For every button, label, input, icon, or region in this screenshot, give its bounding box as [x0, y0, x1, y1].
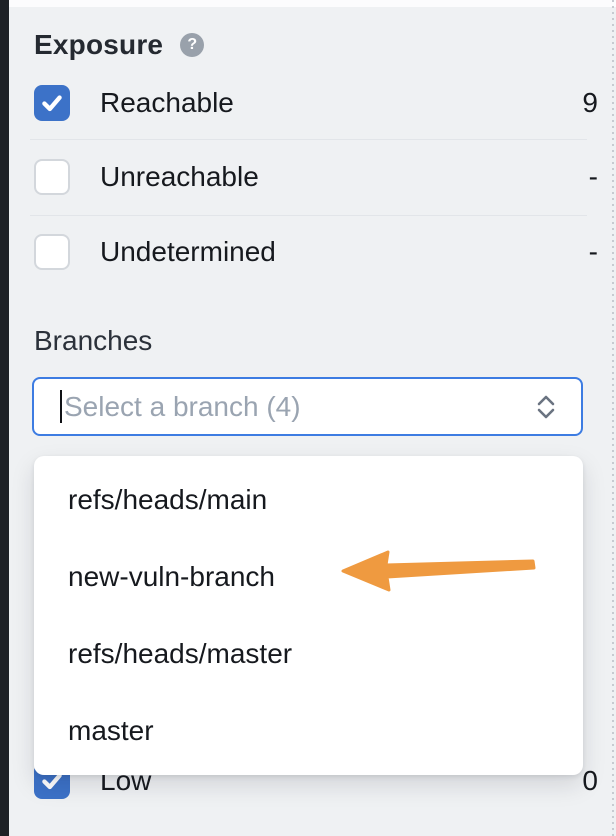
top-strip: [9, 0, 616, 7]
reachable-label[interactable]: Reachable: [100, 87, 234, 118]
filter-row-undetermined: Undetermined -: [30, 234, 598, 270]
reachable-checkbox[interactable]: [34, 85, 70, 121]
branch-select-placeholder: Select a branch (4): [64, 390, 301, 422]
exposure-title: Exposure: [34, 29, 164, 60]
row-separator: [30, 139, 587, 140]
help-icon[interactable]: ?: [180, 33, 205, 57]
left-edge-bar: [0, 0, 9, 836]
undetermined-label[interactable]: Undetermined: [100, 236, 276, 267]
undetermined-count: -: [588, 236, 598, 267]
branch-option-refs-master[interactable]: refs/heads/master: [68, 637, 293, 669]
unreachable-checkbox[interactable]: [34, 159, 70, 195]
unreachable-count: -: [588, 161, 598, 192]
branch-option-new-vuln-branch[interactable]: new-vuln-branch: [68, 561, 275, 593]
branch-select-input[interactable]: Select a branch (4): [32, 377, 583, 436]
branches-title: Branches: [34, 325, 153, 356]
panel-divider: [612, 0, 614, 836]
checkmark-icon: [42, 95, 62, 112]
branch-option-master[interactable]: master: [68, 714, 154, 746]
row-separator: [30, 215, 587, 216]
branch-option-main[interactable]: refs/heads/main: [68, 484, 268, 516]
text-caret: [60, 390, 62, 423]
filter-row-reachable: Reachable 9: [30, 85, 598, 121]
low-count: 0: [582, 765, 598, 796]
undetermined-checkbox[interactable]: [34, 234, 70, 270]
chevron-updown-icon[interactable]: [535, 392, 557, 422]
reachable-count: 9: [582, 87, 598, 118]
unreachable-label[interactable]: Unreachable: [100, 161, 259, 192]
filter-row-unreachable: Unreachable -: [30, 159, 598, 195]
checkmark-icon: [42, 773, 62, 790]
branch-dropdown-list: refs/heads/main new-vuln-branch refs/hea…: [34, 456, 583, 775]
exposure-header: Exposure ?: [34, 29, 205, 60]
